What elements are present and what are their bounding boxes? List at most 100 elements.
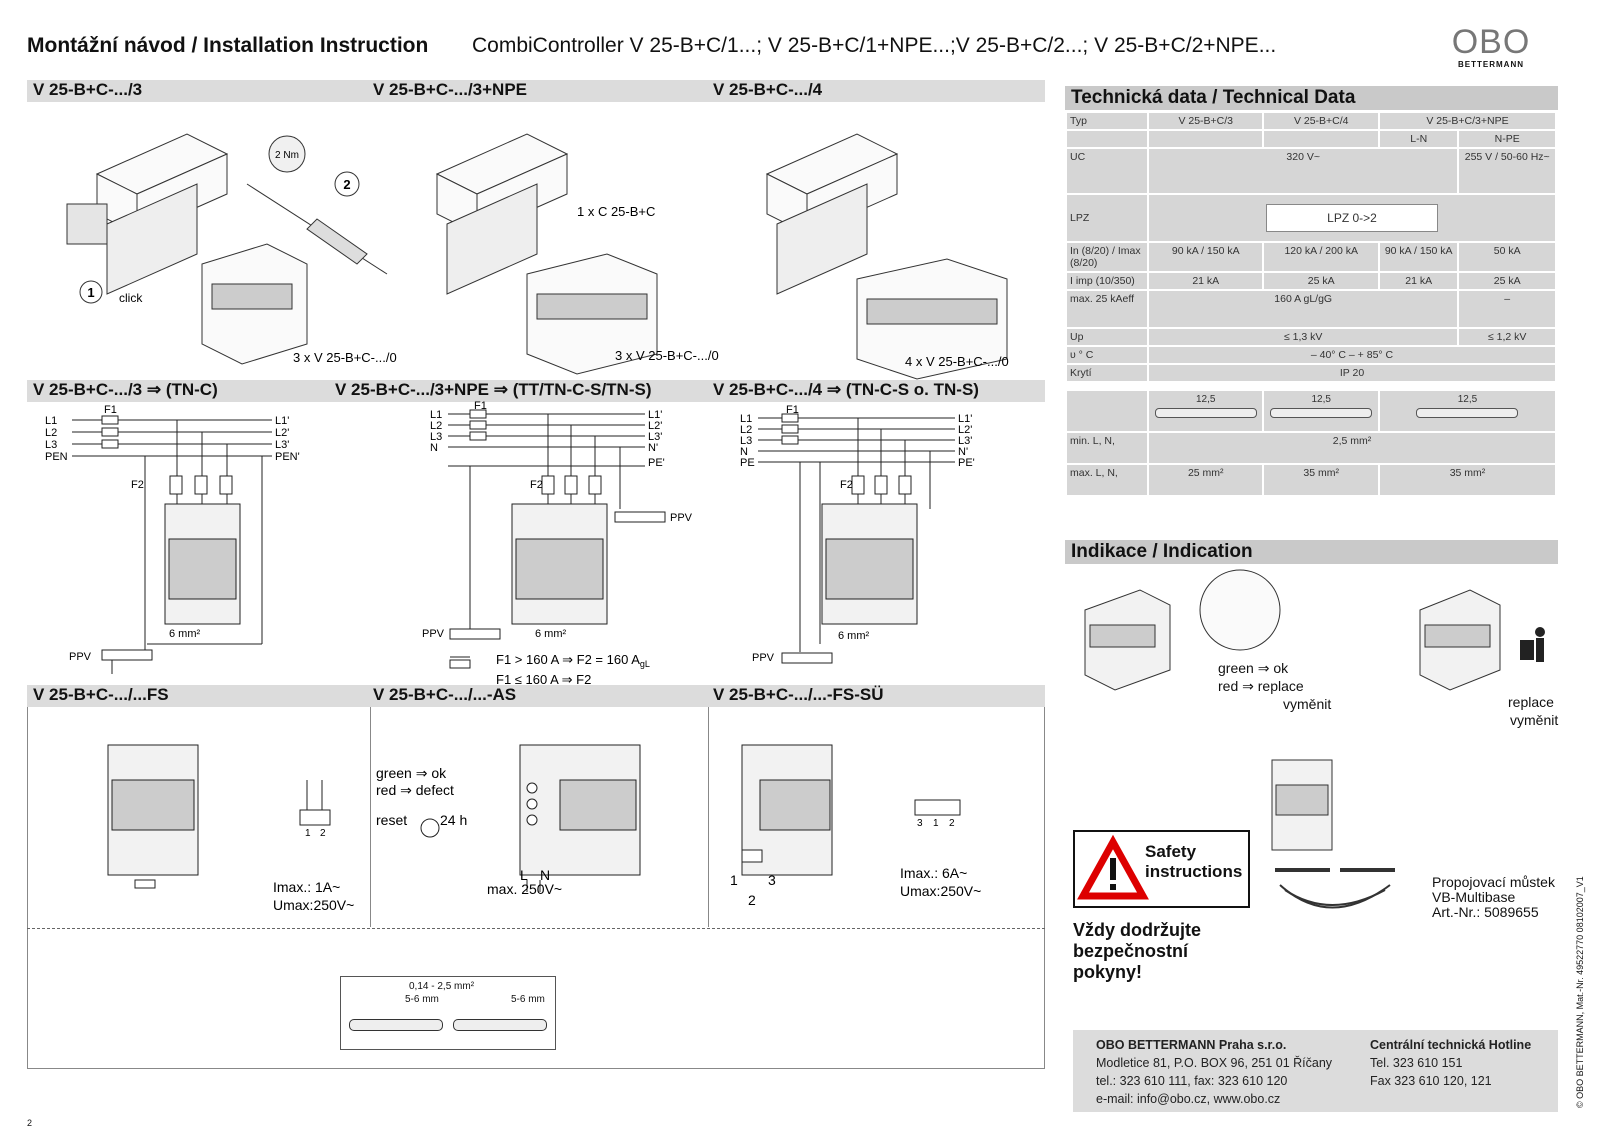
table-row: Krytí IP 20 (1067, 365, 1555, 381)
w2-line-l1: L1 (430, 409, 442, 421)
w2-mm: 6 mm² (535, 628, 567, 640)
table-cell: ≤ 1,2 kV (1459, 329, 1555, 345)
table-row: min. L, N, 2,5 mm² (1067, 433, 1555, 463)
wire-len-1: 5-6 mm (405, 994, 439, 1005)
w2-out-pe: PE' (648, 457, 665, 469)
table-cell (1264, 131, 1378, 147)
wiring-diagram-tncs: L1 L2 L3 N PE L1' L2' L3' N' PE' F1 F2 6… (740, 404, 975, 664)
page-title: Montážní návod / Installation Instructio… (27, 34, 429, 57)
w3-out-pe: PE' (958, 457, 975, 469)
lpz-cell: LPZ 0->2 (1149, 195, 1555, 241)
w2-rule-1: F1 > 160 A ⇒ F2 = 160 AgL (496, 652, 650, 669)
wiring-diagram-tnc: L1 L2 L3 PEN L1' L2' L3' PEN' F1 F2 6 mm… (45, 404, 300, 674)
bridge-line-2: VB-Multibase (1432, 889, 1516, 905)
table-cell: 90 kA / 150 kA (1379, 243, 1458, 271)
table-cell (1149, 131, 1263, 147)
wire-len-2: 5-6 mm (511, 994, 545, 1005)
lpz-arrow: LPZ 0->2 (1266, 204, 1438, 232)
wire-stripped-icon (349, 1019, 443, 1031)
table-cell: 12,5 (1149, 391, 1263, 431)
w3-line-l1: L1 (740, 413, 752, 425)
section-bar-signal (27, 685, 1045, 707)
section-bar-wiring (27, 380, 1045, 402)
tech-data-table: Typ V 25-B+C/3 V 25-B+C/4 V 25-B+C/3+NPE… (1065, 111, 1557, 497)
table-cell: 12,5 (1379, 391, 1555, 431)
mount-caption-2-top: 1 x C 25-B+C (577, 204, 655, 219)
table-cell: 25 mm² (1149, 465, 1263, 495)
table-cell: – (1459, 291, 1555, 327)
mount-caption-3: 4 x V 25-B+C-.../0 (905, 354, 1009, 369)
table-cell: 120 kA / 200 kA (1264, 243, 1378, 271)
w3-out-l3: L3' (958, 435, 972, 447)
w3-line-n: N (740, 446, 748, 458)
table-cell: 21 kA (1379, 273, 1458, 289)
page-number: 2 (27, 1118, 33, 1128)
table-cell: LPZ (1067, 195, 1147, 241)
indication-illustration (1084, 569, 1545, 691)
w2-ppv2: PPV (670, 512, 693, 524)
fssu-n1: 1 (730, 872, 738, 888)
as-reset: reset (376, 812, 407, 828)
fs-imax: Imax.: 1A~ (273, 879, 340, 895)
table-row: 12,5 12,5 12,5 (1067, 391, 1555, 431)
w3-line-l3: L3 (740, 435, 752, 447)
w2-out-l3: L3' (648, 431, 662, 443)
signal-title-fssu: V 25-B+C-.../...-FS-SÜ (713, 685, 884, 704)
w1-line-l3: L3 (45, 439, 57, 451)
table-cell: I imp (10/350) (1067, 273, 1147, 289)
fssu-pin-3: 3 (917, 818, 923, 829)
click-label: click (119, 291, 143, 305)
wiring-title-tt: V 25-B+C-.../3+NPE ⇒ (TT/TN-C-S/TN-S) (335, 380, 652, 399)
w3-f1: F1 (786, 404, 799, 416)
w1-line-l1: L1 (45, 415, 57, 427)
cable-icon (1154, 408, 1257, 418)
section-title-4: V 25-B+C-.../4 (713, 80, 823, 99)
fs-pin-2: 2 (320, 828, 326, 839)
fssu-pin-1: 1 (933, 818, 939, 829)
w1-mm: 6 mm² (169, 628, 201, 640)
table-cell: υ ° C (1067, 347, 1147, 363)
logo-text: OBO (1451, 23, 1531, 61)
w2-f1: F1 (474, 400, 487, 412)
table-row: max. L, N, 25 mm² 35 mm² 35 mm² (1067, 465, 1555, 495)
ind-green: green ⇒ ok (1218, 660, 1289, 676)
safety-line-1: Vždy dodržujte (1073, 920, 1202, 940)
w3-mm: 6 mm² (838, 630, 870, 642)
table-row: LPZ LPZ 0->2 (1067, 195, 1555, 241)
w1-out-pen: PEN' (275, 451, 300, 463)
w1-out-l1: L1' (275, 415, 289, 427)
table-cell: V 25-B+C/3 (1149, 113, 1263, 129)
tech-data-title: Technická data / Technical Data (1065, 86, 1558, 110)
w2-ppv: PPV (422, 628, 445, 640)
safety-line-3: pokyny! (1073, 962, 1143, 982)
signal-divider-2 (708, 707, 709, 927)
mount-caption-1: 3 x V 25-B+C-.../0 (293, 350, 397, 365)
w3-out-l1: L1' (958, 413, 972, 425)
strip-label-2: 12,5 (1311, 394, 1331, 405)
table-row: UC 320 V~ 255 V / 50-60 Hz~ (1067, 149, 1555, 193)
table-cell: max. 25 kAeff (1067, 291, 1147, 327)
footer-mail: e-mail: info@obo.cz, www.obo.cz (1096, 1092, 1281, 1106)
table-row: max. 25 kAeff 160 A gL/gG – (1067, 291, 1555, 327)
w2-rule-2: F1 ≤ 160 A ⇒ F2 (496, 672, 591, 687)
table-cell: 35 mm² (1264, 465, 1378, 495)
footer-contact: OBO BETTERMANN Praha s.r.o. Modletice 81… (1073, 1030, 1558, 1112)
table-cell: UC (1067, 149, 1147, 193)
footer-tel: tel.: 323 610 111, fax: 323 610 120 (1096, 1074, 1288, 1088)
fssu-n3: 3 (768, 872, 776, 888)
w3-f2: F2 (840, 479, 853, 491)
bridge-line-3: Art.-Nr.: 5089655 (1432, 904, 1539, 920)
side-material-number: © OBO BETTERMANN, Mat.-Nr. 49522770 0810… (1575, 876, 1585, 1108)
w2-out-l1: L1' (648, 409, 662, 421)
wiring-title-tnc: V 25-B+C-.../3 ⇒ (TN-C) (33, 380, 218, 399)
footer-company-block: OBO BETTERMANN Praha s.r.o. Modletice 81… (1096, 1036, 1332, 1108)
table-cell: IP 20 (1149, 365, 1555, 381)
fssu-pin-2: 2 (949, 818, 955, 829)
table-cell: 255 V / 50-60 Hz~ (1459, 149, 1555, 193)
table-cell: In (8/20) / Imax (8/20) (1067, 243, 1147, 271)
signal-dash-line (27, 928, 1045, 929)
footer-hotline-tel: Tel. 323 610 151 (1370, 1056, 1463, 1070)
as-green: green ⇒ ok (376, 765, 447, 781)
w3-line-pe: PE (740, 457, 755, 469)
as-diagram: green ⇒ ok red ⇒ defect reset 24 h L N m… (376, 744, 641, 897)
